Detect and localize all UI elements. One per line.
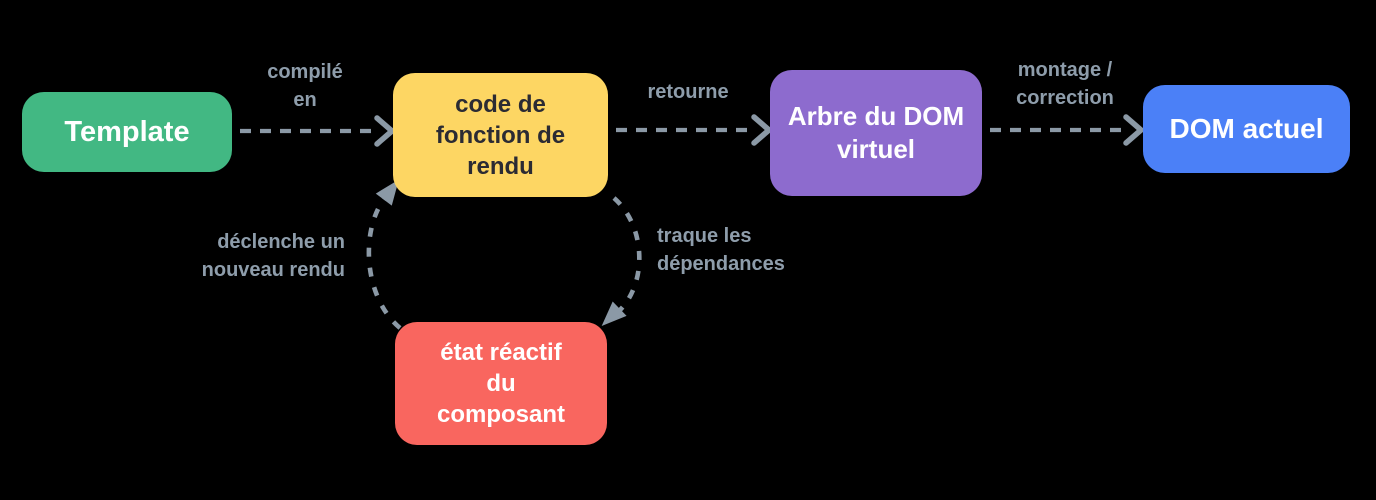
node-virtual-dom-tree: Arbre du DOM virtuel: [770, 70, 982, 196]
edge-label-returns-line: retourne: [647, 81, 729, 103]
edge-label-triggers-rerender-line: nouveau rendu: [201, 259, 345, 281]
node-template: Template: [22, 92, 232, 172]
node-actual-dom-label: DOM actuel: [1169, 113, 1324, 144]
node-render-function-code-label: fonction de: [435, 121, 566, 149]
node-render-function-code: code de fonction de rendu: [393, 73, 608, 197]
node-template-label: Template: [64, 115, 190, 148]
edge-label-mount-patch-line: correction: [1016, 87, 1114, 109]
edge-label-tracks-dependencies: traque les dépendances: [657, 222, 857, 278]
edge-label-tracks-dependencies-line: traque les: [657, 225, 752, 247]
node-virtual-dom-tree-label: virtuel: [836, 134, 916, 164]
arrow-return-head: [751, 114, 772, 146]
edge-label-triggers-rerender: déclenche un nouveau rendu: [145, 228, 345, 284]
node-render-function-code-label: rendu: [467, 152, 534, 180]
node-actual-dom: DOM actuel: [1143, 85, 1350, 173]
node-render-function-code-label: code de: [455, 90, 546, 118]
node-reactive-state-label: état réactif: [440, 339, 562, 366]
cycle-trigger-arc: [366, 197, 402, 330]
edge-label-compile-line: compilé: [267, 61, 343, 83]
node-virtual-dom-tree-label: Arbre du DOM: [787, 101, 965, 131]
edge-label-triggers-rerender-line: déclenche un: [217, 231, 345, 253]
arrow-compile-head: [374, 115, 395, 147]
edge-label-compile-line: en: [293, 89, 317, 111]
edge-label-mount-patch-line: montage /: [1017, 59, 1113, 81]
edge-label-mount-patch: montage / correction: [995, 56, 1135, 112]
edge-label-returns: retourne: [618, 78, 758, 106]
cycle-track-arc: [612, 196, 642, 314]
node-reactive-state-label: composant: [436, 401, 565, 428]
node-reactive-state-label: du: [486, 370, 516, 397]
edge-label-tracks-dependencies-line: dépendances: [657, 253, 785, 275]
edge-label-compile: compilé en: [245, 58, 365, 114]
arrow-mount-head: [1123, 114, 1144, 146]
node-reactive-state: état réactif du composant: [395, 322, 607, 445]
